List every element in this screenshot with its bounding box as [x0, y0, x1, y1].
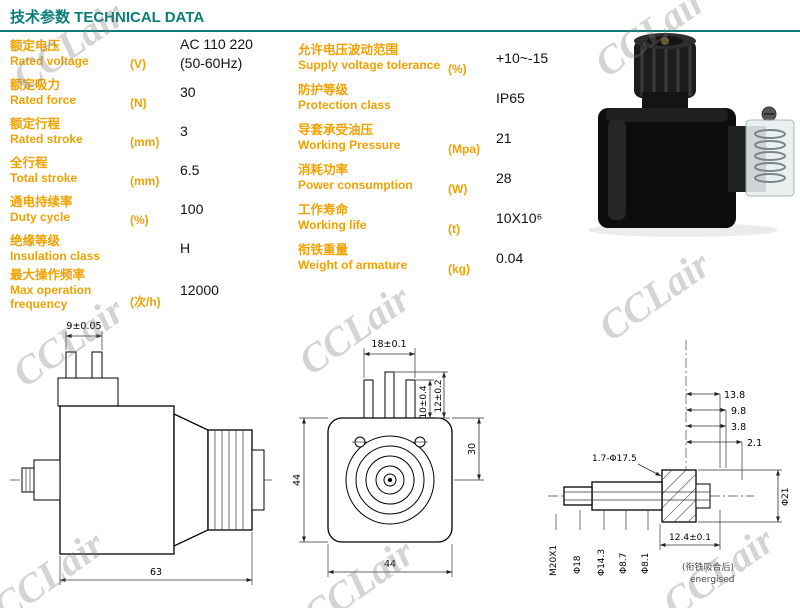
spec-label-en: Protection class — [298, 98, 391, 113]
spec-label-en: Weight of armature — [298, 258, 408, 273]
product-photo — [588, 33, 795, 237]
drawing-front-view: 18±0.1 10±0.4 12±0.2 30 44 44 — [292, 339, 484, 577]
dim-label: 12±0.2 — [434, 379, 444, 412]
spec-label-zh: 额定吸力 — [10, 77, 61, 92]
spec-label-en: Rated force — [10, 92, 77, 107]
spec-value: 28 — [496, 169, 512, 186]
coil-body — [598, 92, 736, 228]
dim-label: Φ8.7 — [619, 553, 629, 574]
spec-value: 10X10⁶ — [496, 209, 543, 226]
drawing-section-view: 13.8 9.8 3.8 2.1 1.7-Φ17.5 M20X1 Φ18 Φ14… — [548, 340, 791, 585]
section-note-zh: (衔铁吸合后) — [682, 561, 734, 573]
spec-unit: (%) — [130, 213, 149, 227]
dim-label: Φ18 — [573, 555, 583, 574]
spec-label-en: Working Pressure — [298, 138, 401, 153]
dim-label: 3.8 — [731, 422, 746, 433]
spec-value: AC 110 220 (50-60Hz) — [180, 36, 253, 71]
coil-knob — [634, 33, 696, 98]
spec-value: 30 — [180, 84, 196, 101]
spec-unit: (V) — [130, 57, 146, 71]
spec-unit: (kg) — [448, 262, 470, 276]
spec-label-en: Total stroke — [10, 170, 78, 185]
spec-label-zh: 工作寿命 — [298, 203, 349, 218]
dim-label: M20X1 — [549, 545, 559, 576]
spec-unit: (t) — [448, 222, 460, 236]
spec-unit: (Mpa) — [448, 142, 480, 156]
dim-label: 2.1 — [747, 438, 762, 449]
spec-label-zh: 通电持续率 — [10, 194, 73, 209]
spec-unit: (W) — [448, 182, 468, 196]
spec-value: 3 — [180, 123, 188, 140]
page-header: 技术参数 TECHNICAL DATA — [0, 0, 800, 32]
connector-block — [728, 106, 795, 197]
spec-unit: (次/h) — [130, 294, 161, 309]
spec-label-zh: 绝缘等级 — [10, 233, 61, 248]
dim-label: 44 — [292, 474, 303, 486]
dim-label: 18±0.1 — [371, 339, 406, 350]
spec-label-en: Working life — [298, 218, 367, 233]
spec-value: H — [180, 240, 191, 257]
spec-value: 12000 — [180, 281, 219, 298]
dim-label: 10±0.4 — [419, 385, 429, 419]
dim-label: 1.7-Φ17.5 — [592, 454, 637, 464]
spec-label-zh: 防护等级 — [298, 83, 349, 98]
dim-label: Φ14.3 — [597, 549, 607, 576]
spec-unit: (%) — [448, 62, 467, 76]
spec-label-zh: 最大操作频率 — [10, 268, 86, 282]
dim-label: 9.8 — [731, 406, 746, 417]
spec-label-zh: 额定行程 — [10, 116, 61, 131]
spec-value: +10~-15 — [496, 49, 549, 66]
spec-label-en: Power consumption — [298, 178, 413, 193]
spec-label-en: Supply voltage tolerance — [298, 58, 441, 73]
spec-value: IP65 — [496, 89, 525, 106]
spec-label-en: Rated stroke — [10, 131, 83, 146]
page-title: 技术参数 TECHNICAL DATA — [10, 9, 205, 26]
spec-label-zh: 额定电压 — [10, 38, 61, 53]
spec-label-en: Max operation frequency — [10, 283, 92, 312]
dim-label: 63 — [150, 567, 162, 578]
dim-label: Φ8.1 — [641, 553, 651, 574]
dim-label: 30 — [467, 443, 478, 455]
spec-value: 100 — [180, 201, 204, 218]
dim-label: 13.8 — [724, 390, 745, 401]
spec-label-en: Duty cycle — [10, 209, 71, 224]
spec-label-zh: 全行程 — [10, 155, 48, 170]
spec-value: 6.5 — [180, 162, 200, 179]
spec-label-zh: 导套承受油压 — [298, 123, 374, 138]
spec-label-zh: 消耗功率 — [298, 163, 349, 178]
spec-label-zh: 允许电压波动范围 — [298, 43, 399, 58]
dim-label: Φ21 — [781, 487, 791, 506]
spec-label-en: Rated voltage — [10, 53, 89, 68]
section-note-en: energised — [690, 575, 734, 585]
spec-value: 21 — [496, 129, 512, 146]
dim-label: 12.4±0.1 — [669, 533, 711, 543]
spec-label-en: Insulation class — [10, 248, 101, 263]
spec-unit: (mm) — [130, 135, 160, 149]
drawing-side-view: 9±0.05 63 — [10, 321, 274, 585]
dim-label: 44 — [384, 559, 396, 570]
dim-label: 9±0.05 — [66, 321, 101, 332]
spec-value: 0.04 — [496, 249, 524, 266]
spec-label-zh: 衔铁重量 — [298, 243, 349, 258]
spec-unit: (N) — [130, 96, 147, 110]
spec-unit: (mm) — [130, 174, 160, 188]
